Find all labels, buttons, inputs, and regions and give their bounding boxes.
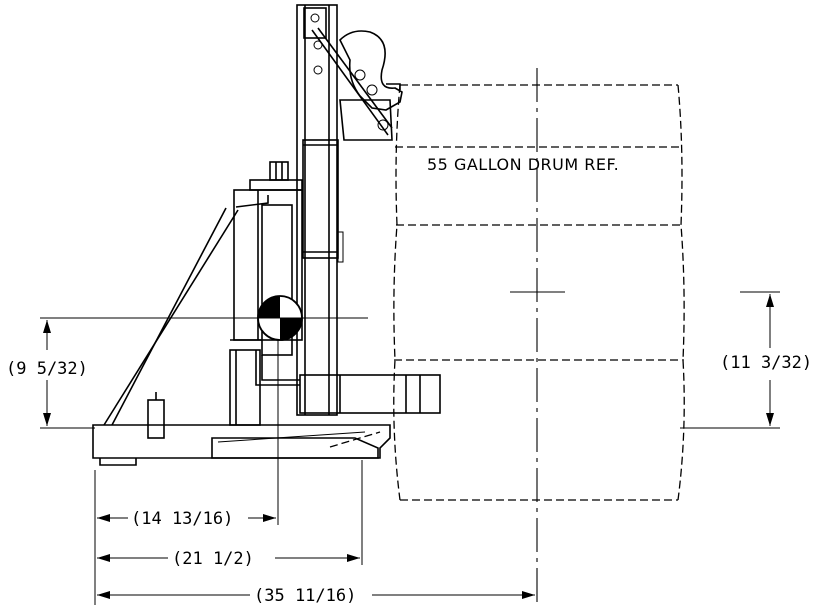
dim-horizontal-1 <box>97 514 276 522</box>
top-clamp-mechanism <box>303 7 403 141</box>
dim-right-height <box>680 291 780 429</box>
dim-horizontal-3 <box>97 591 535 599</box>
drum-label: 55 GALLON DRUM REF. <box>427 155 619 174</box>
diagonal-brace <box>103 195 269 439</box>
dim-left-height <box>40 317 95 429</box>
drum-outline <box>393 84 685 501</box>
dim-left-height-text: (9 5/32) <box>6 359 88 379</box>
dim-horizontal-1-text: (14 13/16) <box>131 509 233 529</box>
drum-fork <box>255 350 441 414</box>
dim-horizontal-2 <box>97 554 360 562</box>
dim-right-height-text: (11 3/32) <box>720 353 812 373</box>
dim-horizontal-2-text: (21 1/2) <box>172 549 254 569</box>
dim-horizontal-3-text: (35 11/16) <box>254 586 356 606</box>
base-frame <box>92 424 391 466</box>
lift-cylinder <box>229 161 303 426</box>
mast <box>296 4 344 416</box>
